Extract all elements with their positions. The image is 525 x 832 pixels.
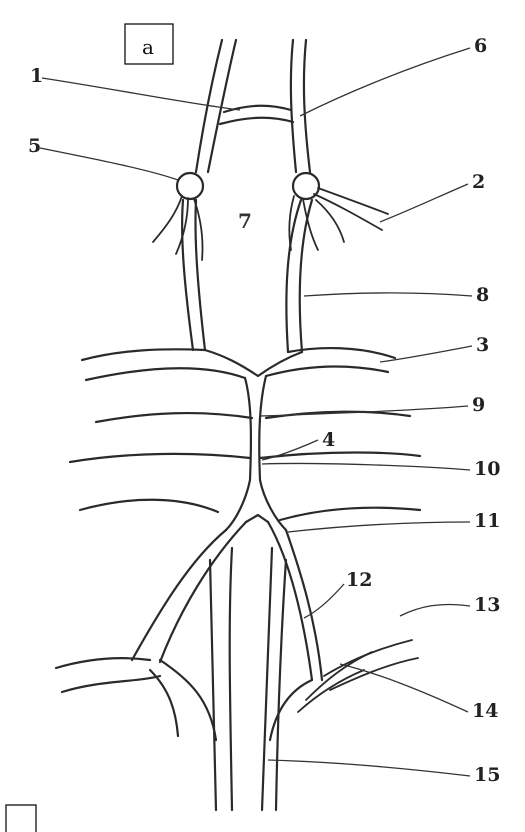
leader-2 <box>380 184 468 222</box>
label-12: 12 <box>346 569 372 591</box>
right-vertebral-inner <box>268 522 312 680</box>
left-spinal-converge <box>160 660 216 740</box>
label-14: 14 <box>472 700 498 722</box>
right-vertebral-outer <box>286 530 322 680</box>
label-9: 9 <box>472 394 485 416</box>
basilar-right-wall <box>259 376 286 530</box>
leader-3 <box>380 346 472 362</box>
left-spinal-outer <box>210 560 216 810</box>
leader-6 <box>300 48 470 116</box>
left-node <box>177 173 203 199</box>
left-spinal-inner <box>230 548 232 810</box>
left-fan-branch-1 <box>153 196 182 242</box>
leader-15 <box>268 760 470 776</box>
right-post-inf-cerebellar <box>280 508 420 520</box>
label-2: 2 <box>472 171 485 193</box>
vertebral-fork <box>246 515 268 522</box>
label-3: 3 <box>476 334 489 356</box>
leader-10 <box>262 463 470 470</box>
leader-11 <box>288 522 470 532</box>
second-panel-box <box>6 805 36 832</box>
right-lower-branch-1 <box>324 640 412 676</box>
right-communicating-outer <box>286 200 301 352</box>
left-base-loop-bottom <box>62 676 160 692</box>
panel-label-box: a <box>125 24 173 64</box>
left-base-branch <box>150 670 178 736</box>
right-anterior-vessel-inner <box>304 40 310 172</box>
leader-5 <box>40 148 178 180</box>
right-posterior-cerebral-top <box>288 348 395 358</box>
label-8: 8 <box>476 284 489 306</box>
right-anterior-vessel-outer <box>291 40 296 172</box>
label-15: 15 <box>474 764 500 786</box>
right-spinal-converge <box>270 680 312 740</box>
panel-label: a <box>142 35 154 59</box>
leader-8 <box>304 293 472 296</box>
right-posterior-cerebral-bottom <box>266 366 388 376</box>
left-ant-inf-cerebellar <box>70 454 250 462</box>
label-10: 10 <box>474 458 500 480</box>
right-spinal-outer <box>276 560 286 810</box>
left-posterior-cerebral-bottom <box>86 368 245 380</box>
leader-13 <box>400 604 470 616</box>
left-communicating-outer <box>182 200 193 350</box>
label-11: 11 <box>474 510 500 532</box>
left-posterior-cerebral-top <box>82 349 205 360</box>
right-spinal-inner <box>262 548 272 810</box>
label-5: 5 <box>28 135 41 157</box>
label-13: 13 <box>474 594 500 616</box>
right-lower-branch-4 <box>298 670 364 712</box>
label-4: 4 <box>322 429 335 451</box>
label-7: 7 <box>238 209 252 233</box>
anterior-communicating-bottom <box>220 118 293 124</box>
left-post-inf-cerebellar <box>80 500 218 512</box>
right-communicating-inner <box>300 200 312 352</box>
label-1: 1 <box>30 65 43 87</box>
label-6: 6 <box>474 35 487 57</box>
left-base-loop-top <box>56 658 150 668</box>
basilar-left-wall <box>226 378 251 530</box>
left-superior-cerebellar <box>96 413 252 422</box>
